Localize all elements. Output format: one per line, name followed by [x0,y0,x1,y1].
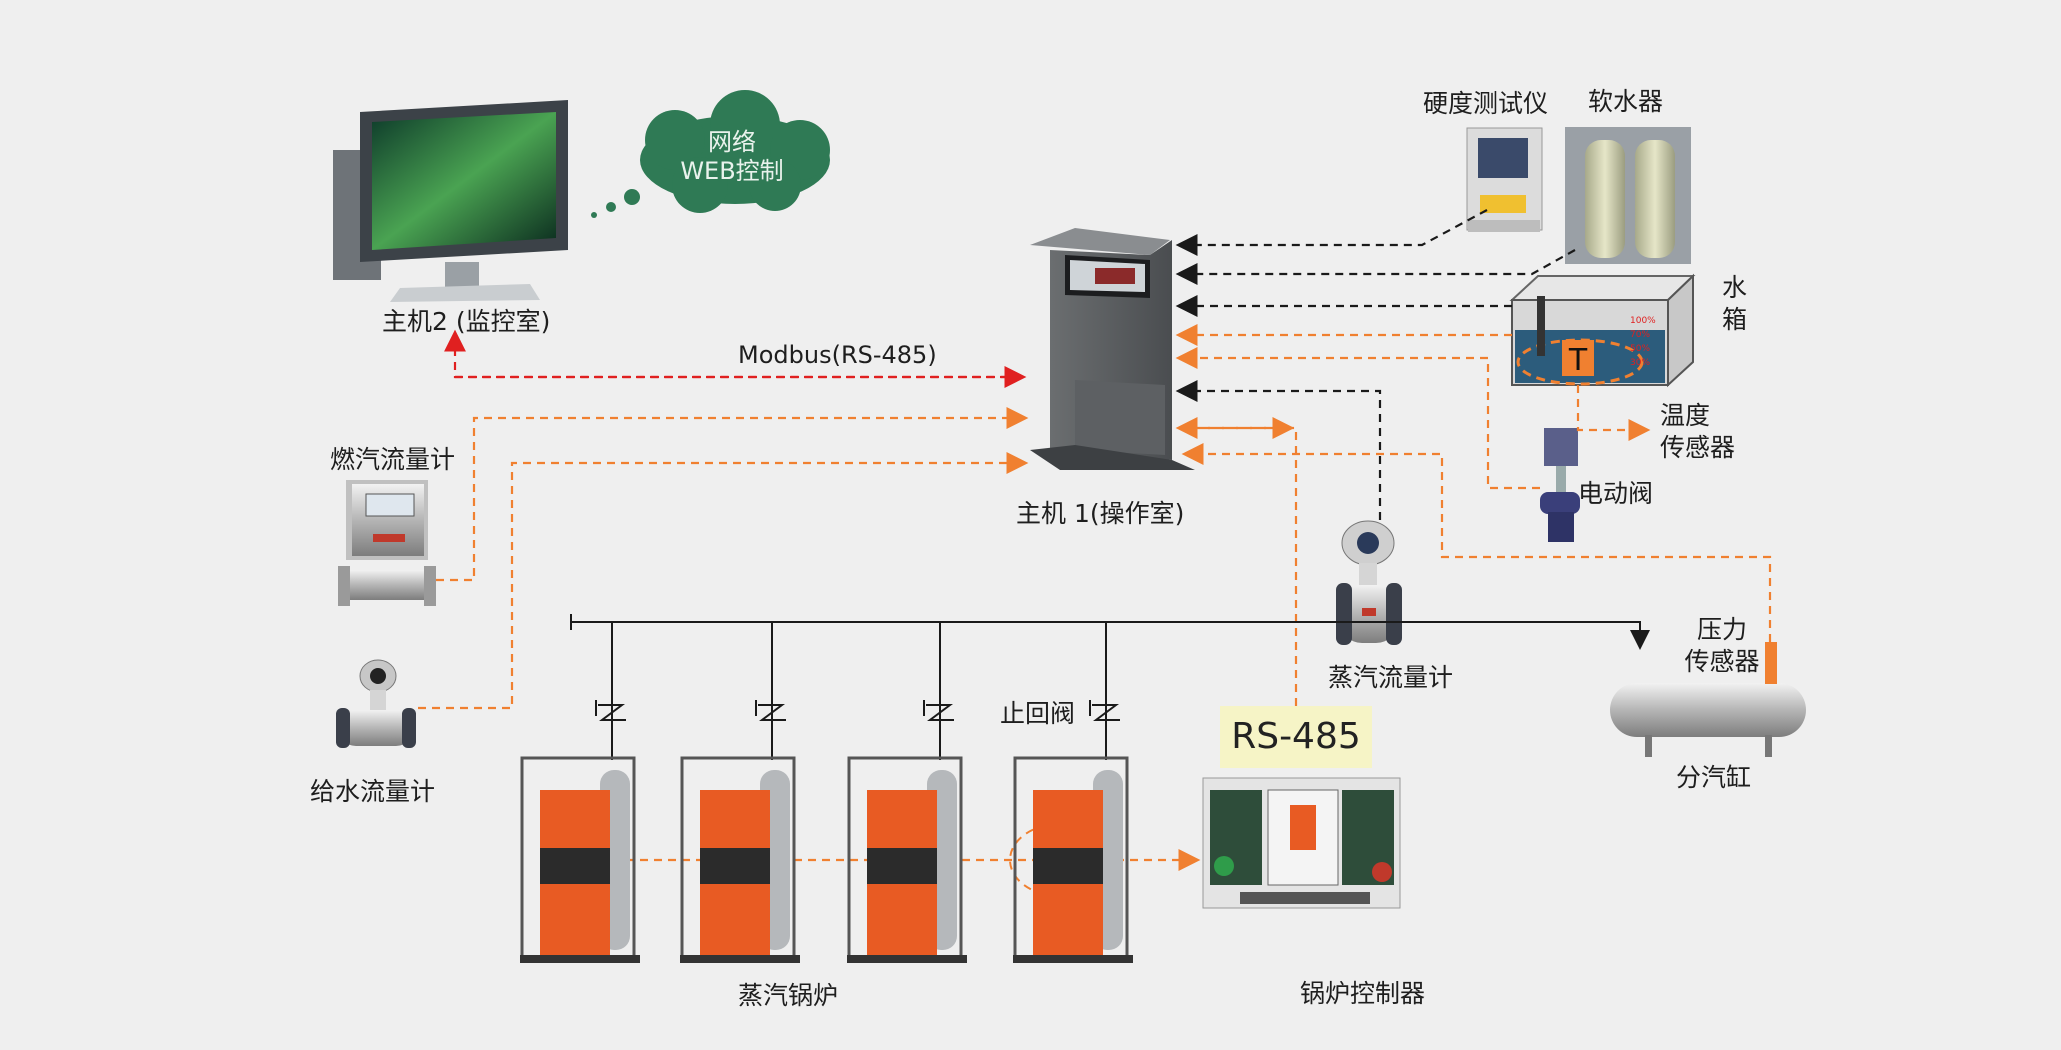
modbus-label: Modbus(RS-485) [738,341,937,369]
electric-valve-label: 电动阀 [1578,479,1654,508]
temp-sensor-label-2: 传感器 [1660,433,1736,462]
steam-flowmeter [1336,520,1402,645]
cloud-line-2: WEB控制 [680,156,784,185]
gas-flowmeter-label: 燃汽流量计 [330,445,456,474]
electric-valve [1540,428,1580,542]
host2-computer [333,100,568,302]
temp-sensor-label-1: 温度 [1660,401,1711,430]
host1-label: 主机 1(操作室) [1016,499,1185,528]
web-control-cloud-text: 网络 WEB控制 [652,128,812,186]
boiler-1 [520,756,640,963]
boiler-4 [1013,756,1133,963]
connections [418,209,1772,871]
controller-link [1175,417,1298,706]
softener-label: 软水器 [1588,87,1664,116]
rs485-badge: RS-485 [1220,706,1372,768]
hardness-tester [1466,127,1543,232]
steam-flowmeter-label: 蒸汽流量计 [1328,663,1454,692]
valve-link [1175,347,1540,490]
web-cloud [591,90,830,218]
steam-boiler-label: 蒸汽锅炉 [738,981,839,1010]
steam-header-label: 分汽缸 [1676,763,1752,792]
host2-label: 主机2 (监控室) [382,307,551,336]
host1-kiosk [1030,228,1195,470]
feedwater-flowmeter [336,659,416,748]
boiler-3 [847,756,967,963]
gas-flowmeter-link [436,407,1029,582]
tank-level-30: 30% [1630,358,1650,368]
pressure-sensor-label-1: 压力 [1696,615,1747,644]
tank-level-100: 100% [1630,316,1656,326]
feedwater-flowmeter-label: 给水流量计 [310,777,436,806]
softener-link [1175,249,1576,285]
water-tank-label-1: 水 [1722,273,1748,302]
hardness-link [1175,209,1488,256]
check-valve-label: 止回阀 [1000,699,1076,728]
steam-main-pipe [570,614,1650,760]
water-tank: T 100% 70% 50% 30% [1509,273,1696,388]
feedwater-flowmeter-link [418,452,1029,710]
boiler-controller-panel [1202,777,1401,909]
water-softener [1565,127,1691,264]
tank-level-70: 70% [1630,330,1650,340]
steam-flowmeter-link [1175,380,1382,520]
gas-flowmeter [338,480,436,606]
pressure-link [1181,443,1772,642]
steam-header [1610,642,1806,757]
hardness-tester-label: 硬度测试仪 [1423,89,1549,118]
water-tank-label-2: 箱 [1722,305,1748,334]
pressure-sensor-label-2: 传感器 [1684,647,1760,676]
tank-sensor-symbol: T [1568,343,1588,378]
tank-level-50: 50% [1630,344,1650,354]
cloud-line-1: 网络 [708,128,756,156]
boiler-controller-label: 锅炉控制器 [1300,979,1426,1008]
boiler-2 [680,756,800,963]
